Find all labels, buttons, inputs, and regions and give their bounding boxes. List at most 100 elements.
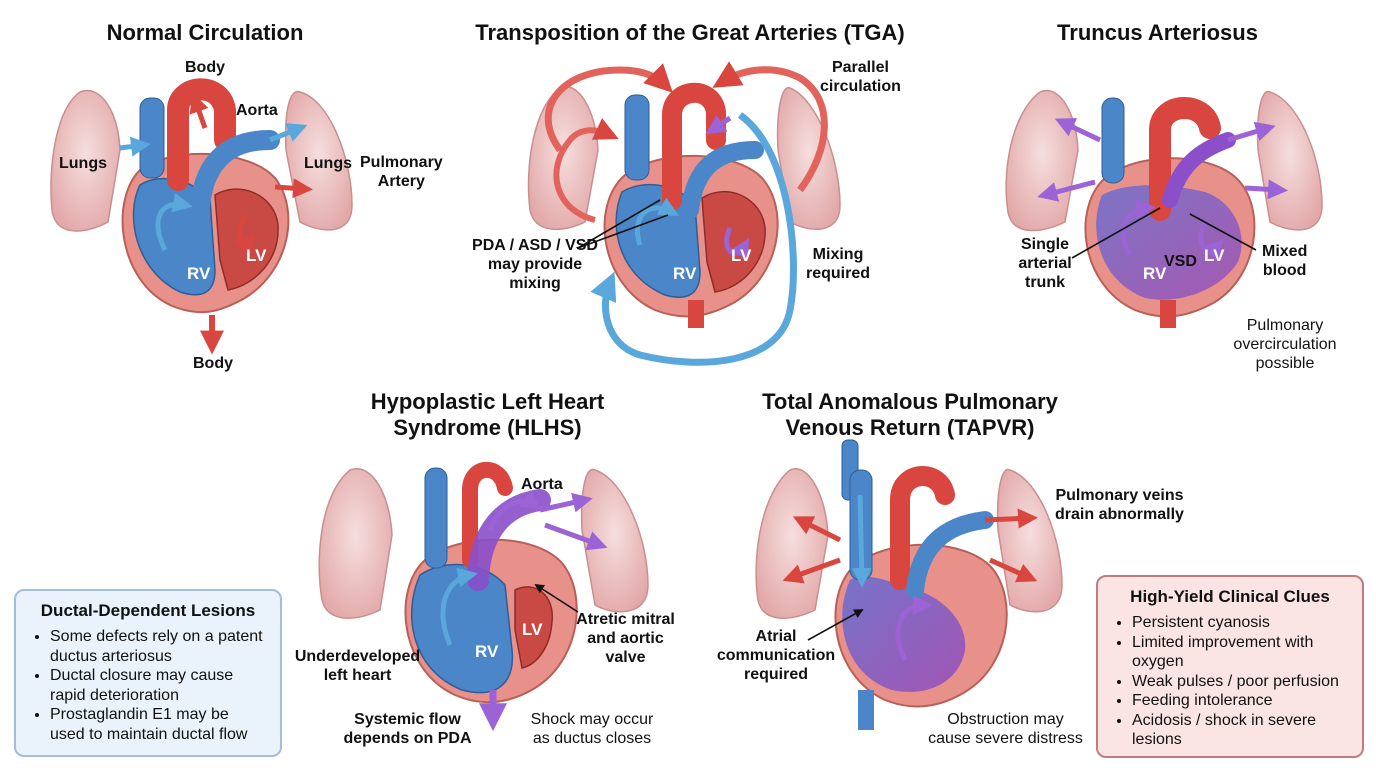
flow-arrow (782, 557, 841, 584)
list-item: Acidosis / shock in severe lesions (1132, 711, 1348, 750)
mixed-atria (842, 576, 966, 692)
flow-arrow (544, 522, 608, 551)
label-lungs-left: Lungs (59, 155, 107, 172)
flow-arrow (155, 192, 193, 252)
panel-tapvr (755, 439, 1063, 730)
flow-arrow (1198, 220, 1224, 261)
panel-title-hlhs: Hypoplastic Left Heart Syndrome (HLHS) (370, 389, 605, 440)
chamber-rv: RV (475, 642, 499, 661)
pulmonary-trunk (190, 130, 280, 215)
flow-arrow (487, 490, 542, 531)
label-lungs-right: Lungs (304, 155, 352, 172)
aorta (890, 466, 955, 590)
ivc (688, 300, 704, 328)
mixing-loop (590, 112, 797, 366)
flow-arrow (634, 197, 680, 246)
pa-from-lv (681, 141, 764, 219)
list-item: Some defects rely on a patent ductus art… (50, 627, 266, 666)
list-item: Ductal closure may cause rapid deteriora… (50, 666, 266, 705)
label-mixing-required: Mixing required (806, 246, 871, 282)
flow-arrow (792, 516, 842, 543)
lung-left (1005, 89, 1079, 232)
leader-line (577, 199, 661, 249)
clues-box-list: Persistent cyanosis Limited improvement … (1112, 613, 1348, 750)
aorta-hypoplastic (462, 461, 513, 568)
parallel-loop-left (544, 63, 673, 153)
flow-arrow (724, 226, 750, 261)
list-item: Feeding intolerance (1132, 691, 1348, 711)
label-pulmonary-veins: Pulmonary veins drain abnormally (1055, 487, 1184, 523)
label-parallel-circulation: Parallel circulation (820, 59, 901, 95)
lung-left (50, 89, 121, 232)
panel-hlhs (318, 461, 649, 732)
chamber-rv: RV (673, 264, 697, 283)
leader-line (534, 583, 579, 613)
flow-arrow (895, 595, 933, 662)
ductal-box-list: Some defects rely on a patent ductus art… (30, 627, 266, 744)
truncus-trunk-purple (1162, 132, 1236, 208)
flow-arrow (1227, 121, 1276, 143)
flow-arrow (851, 494, 872, 588)
panel-title-tapvr: Total Anomalous Pulmonary Venous Return … (762, 389, 1058, 440)
lung-right (580, 468, 649, 613)
leader-line (1071, 207, 1161, 259)
flow-arrow (1037, 179, 1096, 202)
label-shock-ductus: Shock may occur as ductus closes (530, 711, 654, 747)
svc (139, 97, 165, 179)
parallel-loop-left-2 (553, 118, 619, 223)
label-pulmonary-overcirculation: Pulmonary overcirculation possible (1233, 317, 1337, 372)
ductal-dependent-box: Ductal-Dependent Lesions Some defects re… (14, 589, 282, 757)
label-body-bottom: Body (193, 355, 233, 372)
list-item: Persistent cyanosis (1132, 613, 1348, 633)
label-single-arterial-trunk: Single arterial trunk (1018, 236, 1072, 291)
leader-line (807, 609, 864, 641)
panel-title-normal: Normal Circulation (106, 20, 304, 45)
lung-right (996, 468, 1063, 613)
flow-arrow (440, 567, 478, 646)
flow-arrow (1120, 199, 1156, 257)
svc (624, 94, 650, 181)
flow-arrow (189, 92, 209, 129)
leader-line (1189, 213, 1257, 251)
panel-title-tga: Transposition of the Great Arteries (TGA… (475, 20, 905, 45)
label-mixed-blood: Mixed blood (1262, 243, 1308, 279)
chamber-rv: RV (1143, 264, 1167, 283)
panel-tga (527, 61, 841, 366)
chamber-lv: LV (522, 620, 543, 639)
truncus-trunk (1149, 97, 1221, 221)
label-atrial-communication: Atrial communication required (716, 628, 836, 683)
leader-line (577, 214, 669, 249)
label-obstruction: Obstruction may cause severe distress (928, 711, 1083, 747)
lung-left (318, 468, 393, 619)
flow-arrow (539, 492, 593, 513)
flow-arrow (984, 508, 1038, 529)
ivc (1160, 300, 1176, 328)
lung-left (527, 85, 599, 231)
clues-box-title: High-Yield Clinical Clues (1130, 587, 1330, 606)
ivc (858, 690, 874, 730)
panel-truncus (1005, 89, 1323, 328)
label-pda-asd-vsd: PDA / ASD / VSD may provide mixing (472, 237, 598, 292)
ductal-box-title: Ductal-Dependent Lesions (40, 601, 256, 620)
label-aorta: Aorta (521, 476, 563, 493)
aorta-arch (167, 78, 236, 191)
clinical-clues-box: High-Yield Clinical Clues Persistent cya… (1096, 575, 1364, 758)
lung-right (1256, 90, 1323, 231)
list-item: Limited improvement with oxygen (1132, 633, 1348, 672)
flow-arrow (274, 178, 313, 199)
label-vsd: VSD (1164, 253, 1197, 270)
label-body-top: Body (185, 59, 225, 76)
label-systemic-flow: Systemic flow depends on PDA (343, 711, 472, 747)
chamber-rv: RV (187, 264, 211, 283)
panel-normal (50, 78, 353, 355)
parallel-loop-right (712, 61, 828, 193)
lv-hypoplastic (514, 586, 553, 669)
flow-arrow (1244, 179, 1288, 200)
flow-arrow (988, 557, 1038, 583)
flow-arrow (119, 136, 151, 157)
list-item: Weak pulses / poor perfusion (1132, 672, 1348, 692)
svc (424, 467, 448, 569)
aorta-from-rv (662, 82, 726, 210)
pa (906, 511, 994, 599)
